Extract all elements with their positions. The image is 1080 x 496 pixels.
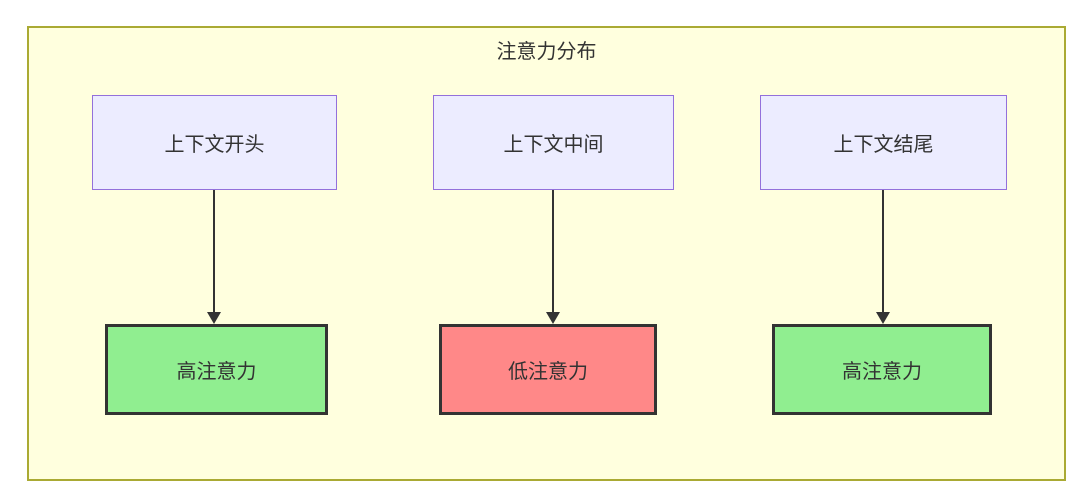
arrow-head-icon [876, 312, 890, 324]
attention-distribution-container: 注意力分布 上下文开头 上下文中间 上下文结尾 高注意力 低注意力 高注意力 [27, 26, 1066, 481]
arrow-end-to-high [876, 190, 890, 324]
arrow-middle-to-low [546, 190, 560, 324]
node-context-end: 上下文结尾 [760, 95, 1007, 190]
node-high-attention-start: 高注意力 [105, 324, 328, 415]
node-context-middle: 上下文中间 [433, 95, 674, 190]
node-low-attention-middle: 低注意力 [439, 324, 657, 415]
arrow-head-icon [207, 312, 221, 324]
diagram-title: 注意力分布 [496, 41, 597, 63]
arrow-line [882, 190, 884, 312]
arrow-head-icon [546, 312, 560, 324]
arrow-start-to-high [207, 190, 221, 324]
node-context-start: 上下文开头 [92, 95, 337, 190]
arrow-line [552, 190, 554, 312]
node-high-attention-end: 高注意力 [772, 324, 992, 415]
arrow-line [213, 190, 215, 312]
